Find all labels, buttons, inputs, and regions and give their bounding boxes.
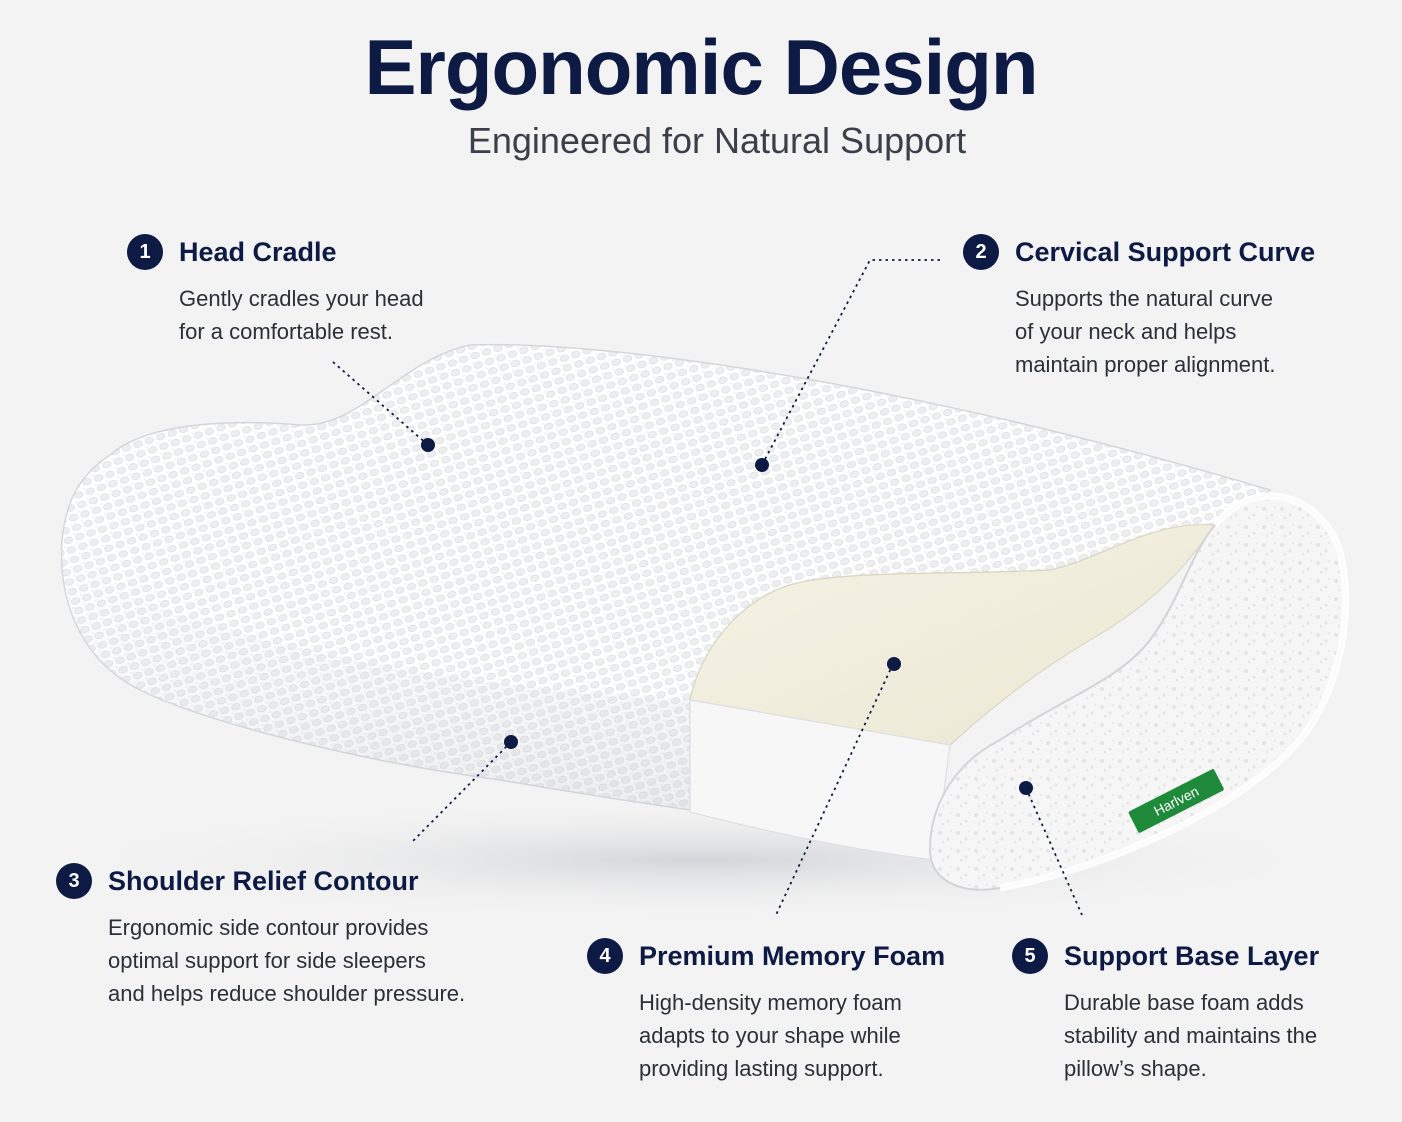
feature-number-badge: 4	[587, 938, 623, 974]
feature-cervical-support-curve: 2 Cervical Support Curve Supports the na…	[963, 234, 1315, 381]
leader-line-1	[332, 361, 429, 446]
feature-description: High-density memory foam adapts to your …	[639, 990, 902, 1081]
feature-description: Durable base foam adds stability and mai…	[1064, 990, 1318, 1081]
leader-line-3	[411, 741, 512, 843]
feature-title: Shoulder Relief Contour	[108, 865, 419, 896]
feature-number-badge: 1	[127, 234, 163, 270]
feature-number-badge: 5	[1012, 938, 1048, 974]
feature-premium-memory-foam: 4 Premium Memory Foam High-density memor…	[587, 938, 945, 1085]
feature-description: Ergonomic side contour provides optimal …	[108, 915, 466, 1006]
leader-line-4	[775, 663, 894, 916]
feature-title: Support Base Layer	[1064, 940, 1320, 971]
feature-number-badge: 3	[56, 863, 92, 899]
callout-dot-1	[421, 438, 435, 452]
feature-number-badge: 2	[963, 234, 999, 270]
callout-dot-3	[504, 735, 518, 749]
feature-title: Head Cradle	[179, 236, 337, 267]
feature-description: Supports the natural curve of your neck …	[1015, 286, 1276, 377]
feature-head-cradle: 1 Head Cradle Gently cradles your head f…	[127, 234, 424, 348]
page-subtitle: Engineered for Natural Support	[467, 120, 967, 161]
feature-title: Cervical Support Curve	[1015, 236, 1316, 267]
brand-tag-bg	[1128, 769, 1224, 833]
callout-dot-2	[755, 458, 769, 472]
feature-title: Premium Memory Foam	[639, 940, 946, 971]
callout-dot-4	[887, 657, 901, 671]
base-foam-layer	[689, 699, 951, 861]
memory-foam-layer	[689, 523, 1217, 746]
feature-description: Gently cradles your head for a comfortab…	[179, 286, 424, 344]
feature-shoulder-relief-contour: 3 Shoulder Relief Contour Ergonomic side…	[56, 863, 465, 1010]
feature-support-base-layer: 5 Support Base Layer Durable base foam a…	[1012, 938, 1319, 1085]
page-title: Ergonomic Design	[364, 23, 1038, 111]
callout-dot-5	[1019, 781, 1033, 795]
